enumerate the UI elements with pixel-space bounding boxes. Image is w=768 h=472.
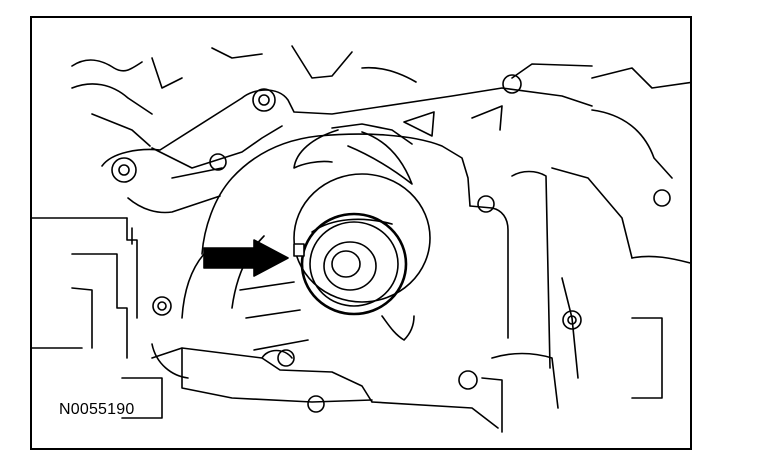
- bolt: [111, 157, 137, 183]
- right-housing: [481, 63, 690, 433]
- bolt: [653, 189, 671, 207]
- upper-bracket: [101, 87, 593, 214]
- indicator-arrow: [203, 239, 289, 277]
- crankshaft-seal: [293, 173, 431, 316]
- bolts: [111, 74, 671, 413]
- bolt: [157, 301, 167, 311]
- bolt: [209, 153, 227, 171]
- bolt: [567, 315, 577, 325]
- bolt: [252, 88, 276, 112]
- bolt: [277, 349, 295, 367]
- engine-front-cover-illustration: [32, 45, 690, 433]
- bolt: [562, 310, 582, 330]
- bolt: [118, 164, 130, 176]
- diagram-frame: N0055190: [30, 16, 692, 450]
- cover-ribs: [293, 129, 415, 341]
- bolt: [502, 74, 522, 94]
- bolt: [258, 94, 270, 106]
- bolt: [152, 296, 172, 316]
- bolt: [458, 370, 478, 390]
- lower-bracket: [121, 347, 499, 429]
- engine-block-outline: [32, 45, 417, 359]
- bolt: [307, 395, 325, 413]
- figure-reference-id: N0055190: [59, 401, 135, 418]
- bolt: [477, 195, 495, 213]
